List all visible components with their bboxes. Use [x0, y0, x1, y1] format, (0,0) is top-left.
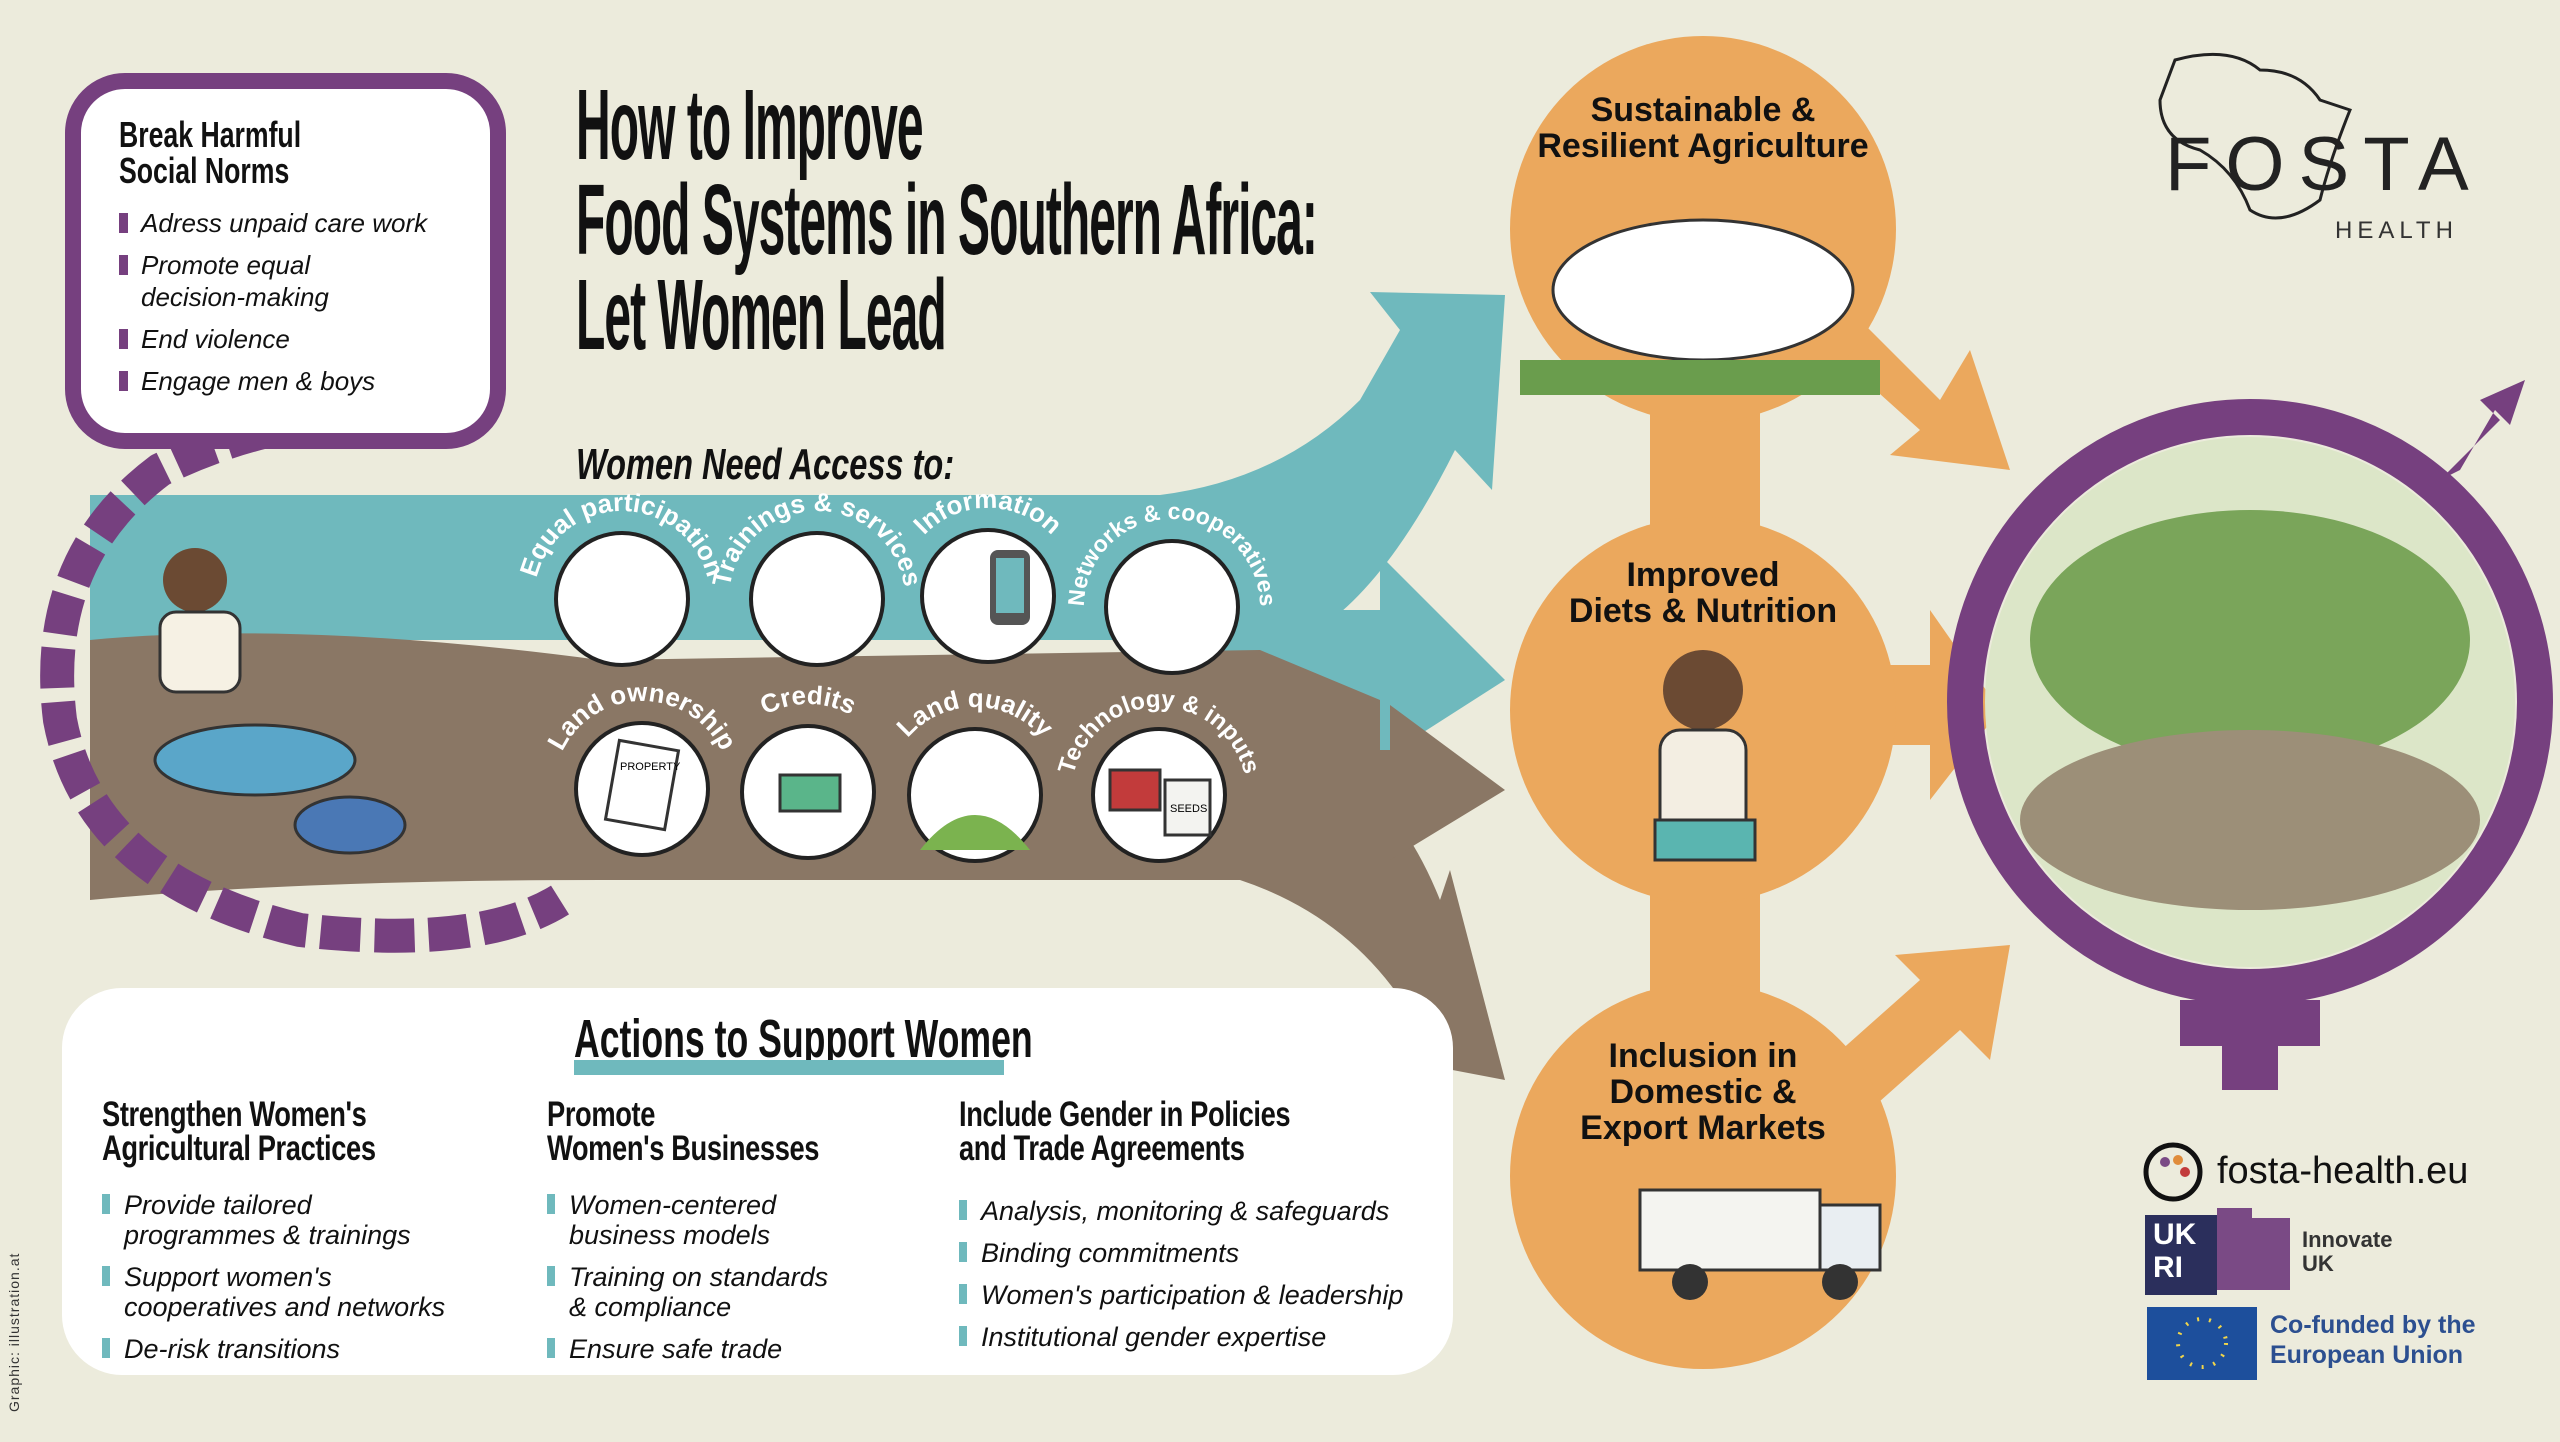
property-label: PROPERTY: [620, 761, 681, 773]
access-heading: Women Need Access to:: [576, 440, 955, 489]
action-item: Support women's cooperatives and network…: [102, 1262, 462, 1322]
orange-arrow-1: [1820, 300, 2010, 470]
outcome-sustainable-agriculture: Sustainable &Resilient Agriculture: [1537, 91, 1869, 165]
action-item: Training on standards & compliance: [547, 1262, 847, 1322]
graphic-credit: Graphic: illustration.at: [6, 1252, 22, 1412]
ukri-logo: [2145, 1215, 2217, 1295]
action-item: De-risk transitions: [102, 1334, 462, 1364]
africa-outline-icon: [2158, 52, 2352, 220]
ukri-logo-text: UKRI: [2153, 1218, 2197, 1284]
actions-title: Actions to Support Women: [574, 1009, 1033, 1069]
orange-arrow-3: [1830, 945, 2010, 1110]
actions-box: Actions to Support Women Strengthen Wome…: [62, 988, 1453, 1375]
action-item: Provide tailored programmes & trainings: [102, 1190, 462, 1250]
norms-item: Adress unpaid care work: [119, 207, 427, 239]
action-item: Analysis, monitoring & safeguards: [959, 1196, 1403, 1226]
actions-underline: [574, 1060, 1004, 1075]
fosta-logo-sub: HEALTH: [2335, 217, 2458, 244]
action-item: Binding commitments: [959, 1238, 1403, 1268]
fosta-logo: FOSTA: [2165, 122, 2483, 207]
seeds-label: SEEDS: [1170, 803, 1207, 815]
eu-flag-icon: [2147, 1307, 2257, 1380]
norms-item: Engage men & boys: [119, 365, 427, 397]
norms-item: Promote equal decision-making: [119, 249, 349, 313]
orange-arrow-2: [1880, 610, 2000, 800]
norms-item: End violence: [119, 323, 427, 355]
action-item: Ensure safe trade: [547, 1334, 847, 1364]
brown-arrow-middle: [1260, 705, 1505, 860]
teal-arrow-middle: [1200, 555, 1505, 760]
innovate-uk-label: Innovate UK: [2302, 1227, 2393, 1276]
action-item: Institutional gender expertise: [959, 1322, 1403, 1352]
action-item: Women-centered business models: [547, 1190, 847, 1250]
website-link[interactable]: fosta-health.eu: [2217, 1150, 2469, 1192]
eu-cofunded-label: Co-funded by the European Union: [2270, 1311, 2476, 1369]
action-item: Women's participation & leadership: [959, 1280, 1403, 1310]
